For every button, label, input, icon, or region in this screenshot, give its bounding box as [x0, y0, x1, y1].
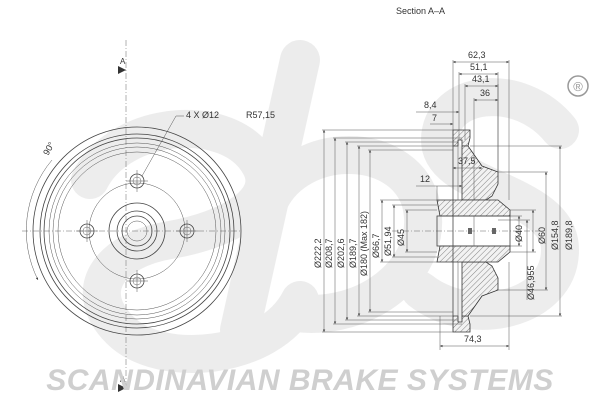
dim-51-1: 51,1 — [470, 62, 488, 72]
dim-12: 12 — [420, 174, 430, 184]
dia-202-6: Ø202,6 — [336, 238, 346, 268]
dim-37-5: 37,5 — [458, 156, 476, 166]
bore-circle — [121, 215, 153, 247]
dim-bottom-group: 74,3 — [439, 262, 510, 350]
logo-text-hidden: sbs — [150, 29, 155, 31]
angle-label: 90° — [41, 140, 57, 157]
dia-66-7: Ø66,7 — [371, 233, 381, 258]
dia-45: Ø45 — [396, 229, 406, 246]
section-mark-bottom: A — [120, 375, 126, 384]
dia-51-94: Ø51,94 — [383, 226, 393, 256]
drum-ring-6 — [57, 151, 217, 311]
bolt-hole — [126, 270, 148, 292]
bolt-note-leader — [141, 115, 177, 177]
radius-note: R57,15 — [246, 110, 275, 120]
hub-bore — [436, 215, 511, 247]
dim-43-1: 43,1 — [472, 74, 490, 84]
bolt-note: 4 X Ø12 — [186, 110, 219, 120]
dim-7: 7 — [432, 113, 437, 123]
dim-62-3: 62,3 — [468, 50, 486, 60]
hub-circle — [108, 202, 166, 260]
hub-inner-circle — [116, 210, 158, 252]
dia-189-7: Ø189,7 — [348, 238, 358, 268]
dia-60: Ø60 — [537, 227, 547, 244]
hub-top — [436, 199, 511, 217]
bolt-hole — [176, 220, 198, 242]
right-diameters: Ø40 Ø60 Ø154,8 Ø189,8 Ø46,955 — [470, 145, 574, 317]
hub-bottom — [436, 245, 511, 263]
dia-180-max-182: Ø180 (Max 182) — [359, 211, 369, 276]
bolt-hole — [126, 170, 148, 192]
front-view: A A 90° — [22, 40, 275, 392]
bearing-mark-left — [468, 228, 472, 234]
dia-46-955: Ø46,955 — [526, 265, 536, 300]
dia-208-7: Ø208,7 — [324, 238, 334, 268]
drum-outer-circle — [32, 126, 242, 336]
dim-top-group: 62,3 51,1 43,1 36 8,4 7 37,5 12 — [416, 50, 510, 200]
dim-36: 36 — [480, 88, 490, 98]
section-arrow-top — [118, 66, 126, 74]
section-view: Section A–A — [313, 6, 574, 350]
registered-mark: ® — [567, 75, 589, 97]
drum-ring-3 — [43, 137, 231, 325]
section-arrow-bottom — [118, 384, 126, 392]
section-title: Section A–A — [396, 6, 445, 16]
dia-189-8: Ø189,8 — [564, 220, 574, 250]
tagline-watermark: SCANDINAVIAN BRAKE SYSTEMS — [46, 364, 554, 397]
angle-arc — [26, 159, 53, 281]
bore-inner-circle — [126, 220, 148, 242]
dia-40: Ø40 — [514, 225, 524, 242]
drum-back-top — [461, 145, 499, 201]
drum-ring-5 — [52, 146, 222, 316]
dim-8-4: 8,4 — [424, 100, 437, 110]
dim-74-3: 74,3 — [464, 334, 482, 344]
section-mark-top: A — [120, 57, 126, 66]
dia-154-8: Ø154,8 — [550, 220, 560, 250]
drum-ring-2 — [39, 133, 235, 329]
drum-ring-4 — [48, 142, 226, 320]
left-diameters: Ø222,2 Ø208,7 Ø202,6 Ø189,7 Ø180 (Max 18… — [313, 129, 462, 333]
bolt-hole — [76, 220, 98, 242]
bearing-mark-right — [492, 228, 496, 234]
registered-symbol: ® — [573, 79, 583, 94]
dia-222-2: Ø222,2 — [313, 238, 323, 268]
